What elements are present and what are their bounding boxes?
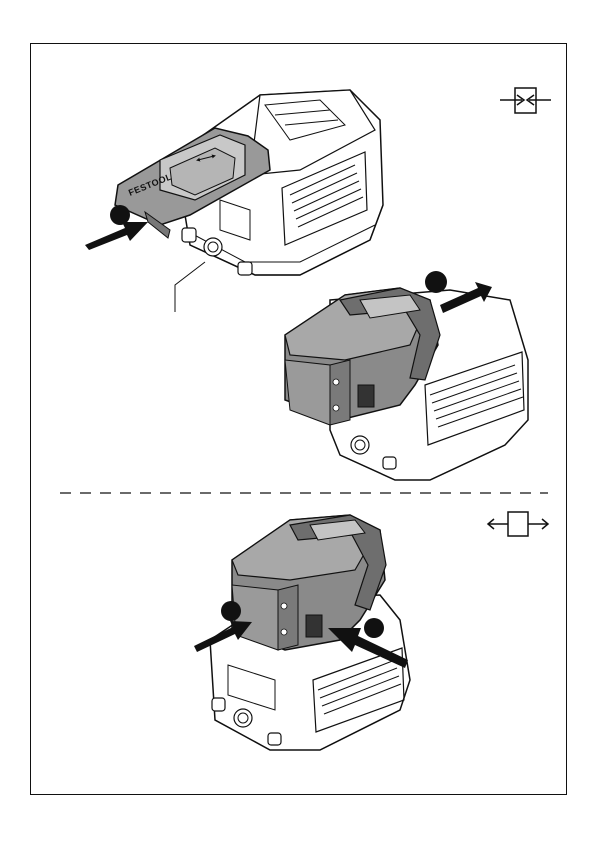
step-marker-2 <box>425 271 447 293</box>
step-marker-bottom-1 <box>221 601 241 621</box>
step-marker-bottom-2 <box>364 618 384 638</box>
arrows-outward-icon <box>488 512 548 536</box>
slide-off-arrow <box>85 222 148 250</box>
arrows-inward-icon <box>500 88 551 113</box>
callout-line <box>175 262 205 312</box>
